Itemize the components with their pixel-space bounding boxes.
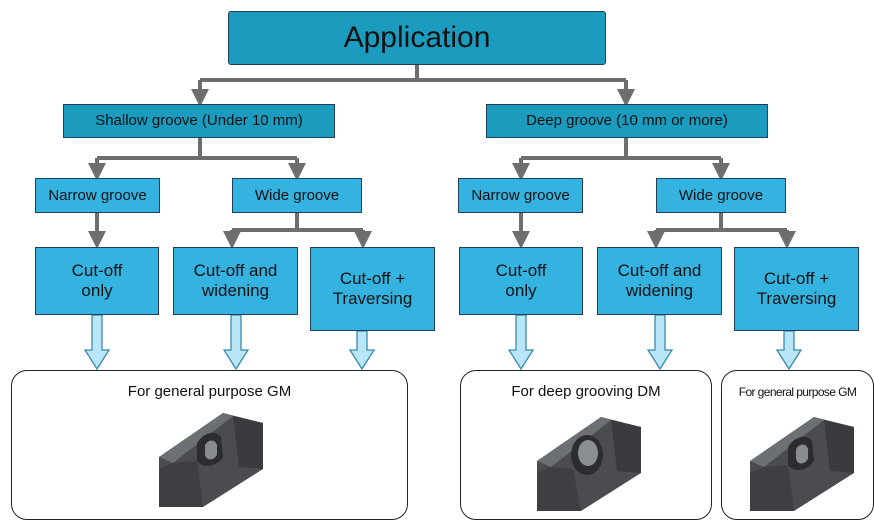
grooving-tool-gm-icon [159, 413, 263, 507]
application-label: Application [343, 20, 491, 54]
deep-cutoff-only-box: Cut-off only [459, 247, 583, 315]
deep-groove-label: Deep groove (10 mm or more) [526, 112, 728, 130]
shallow-narrow-groove-label: Narrow groove [48, 186, 147, 204]
deep-groove-box: Deep groove (10 mm or more) [486, 104, 768, 138]
down-arrow-icon [507, 314, 535, 371]
shallow-groove-label: Shallow groove (Under 10 mm) [95, 112, 303, 130]
deep-cutoff-widening-label: Cut-off and widening [617, 261, 702, 300]
general-purpose-gm-label: For general purpose GM [127, 383, 292, 400]
down-arrow-icon [83, 314, 111, 371]
deep-narrow-groove-box: Narrow groove [458, 178, 583, 213]
deep-wide-groove-label: Wide groove [678, 186, 764, 204]
general-purpose-gm-panel: For general purpose GM [11, 370, 408, 520]
shallow-wide-groove-label: Wide groove [254, 186, 340, 204]
shallow-cutoff-traversing-box: Cut-off + Traversing [310, 247, 435, 331]
deep-cutoff-widening-box: Cut-off and widening [597, 247, 722, 315]
deep-cutoff-traversing-box: Cut-off + Traversing [734, 247, 859, 331]
deep-cutoff-traversing-label: Cut-off + Traversing [756, 269, 837, 308]
deep-cutoff-only-label: Cut-off only [495, 261, 547, 300]
down-arrow-icon [646, 314, 674, 371]
shallow-groove-box: Shallow groove (Under 10 mm) [63, 104, 335, 138]
down-arrow-icon [348, 330, 376, 371]
application-box: Application [228, 11, 606, 65]
deep-grooving-dm-panel: For deep grooving DM [460, 370, 712, 520]
shallow-cutoff-only-label: Cut-off only [71, 261, 123, 300]
deep-grooving-dm-label: For deep grooving DM [511, 383, 661, 400]
down-arrow-icon [775, 330, 803, 371]
shallow-wide-groove-box: Wide groove [232, 178, 362, 213]
down-arrow-icon [222, 314, 250, 371]
deep-wide-groove-box: Wide groove [656, 178, 786, 213]
general-purpose-gm-panel-right: For general purpose GM [721, 370, 874, 520]
shallow-narrow-groove-box: Narrow groove [35, 178, 160, 213]
grooving-tool-dm-icon [537, 417, 641, 511]
shallow-cutoff-traversing-label: Cut-off + Traversing [332, 269, 413, 308]
shallow-cutoff-widening-label: Cut-off and widening [193, 261, 278, 300]
shallow-cutoff-widening-box: Cut-off and widening [173, 247, 298, 315]
shallow-cutoff-only-box: Cut-off only [35, 247, 159, 315]
connector-lines [83, 63, 803, 371]
deep-narrow-groove-label: Narrow groove [471, 186, 570, 204]
general-purpose-gm-label-right: For general purpose GM [738, 385, 857, 399]
grooving-tool-gm-icon [750, 417, 854, 511]
